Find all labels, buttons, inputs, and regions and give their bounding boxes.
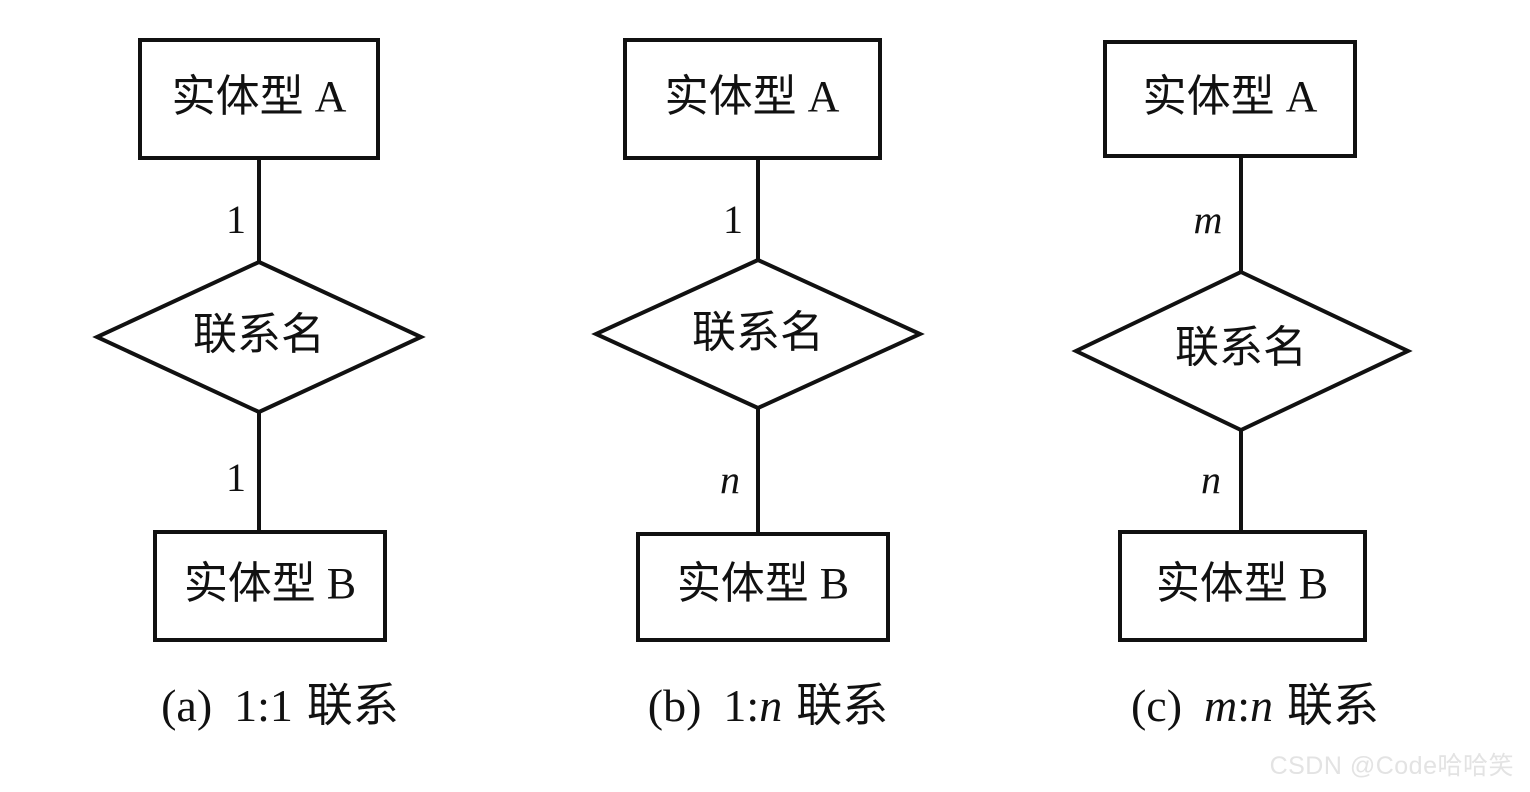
- cardinality-a-bottom: 1: [226, 455, 246, 500]
- relationship-diamond-c: [1071, 269, 1413, 433]
- caption-c-suffix: 联系: [1287, 680, 1379, 731]
- caption-b-sep: :: [746, 680, 759, 731]
- caption-c-right: n: [1250, 680, 1273, 731]
- cardinality-b-bottom: n: [720, 457, 740, 502]
- caption-a: (a) 1:1 联系: [161, 680, 399, 731]
- relationship-diamond-b: [591, 257, 925, 411]
- entity-label-c-top: 实体型 A: [1143, 72, 1318, 121]
- caption-c: (c) m:n 联系: [1131, 680, 1379, 731]
- entity-box-b-top: [623, 38, 882, 160]
- watermark: CSDN @Code哈哈笑: [1269, 752, 1514, 780]
- caption-b-suffix: 联系: [796, 680, 888, 731]
- entity-label-b-bottom: 实体型 B: [677, 559, 849, 608]
- relationship-label-c: 联系名: [1175, 323, 1307, 372]
- caption-b-left: 1: [723, 680, 746, 731]
- caption-a-left: 1: [234, 680, 257, 731]
- caption-b: (b) 1:n 联系: [648, 680, 888, 731]
- cardinality-b-top: 1: [723, 197, 743, 242]
- caption-c-left: m: [1204, 680, 1237, 731]
- caption-b-index: (b): [648, 680, 702, 731]
- caption-a-right: 1: [270, 680, 293, 731]
- entity-label-c-bottom: 实体型 B: [1156, 559, 1328, 608]
- entity-box-b-bottom: [636, 532, 890, 642]
- entity-label-a-top: 实体型 A: [172, 72, 347, 121]
- cardinality-c-top: m: [1194, 197, 1223, 242]
- caption-a-index: (a): [161, 680, 212, 731]
- relationship-label-b: 联系名: [692, 308, 824, 357]
- entity-label-a-bottom: 实体型 B: [184, 559, 356, 608]
- entity-label-b-top: 实体型 A: [665, 72, 840, 121]
- cardinality-a-top: 1: [226, 197, 246, 242]
- entity-box-c-top: [1103, 40, 1357, 158]
- cardinality-c-bottom: n: [1201, 457, 1221, 502]
- caption-c-index: (c): [1131, 680, 1182, 731]
- caption-a-sep: :: [257, 680, 270, 731]
- caption-c-sep: :: [1237, 680, 1250, 731]
- entity-box-a-bottom: [153, 530, 387, 642]
- entity-box-c-bottom: [1118, 530, 1367, 642]
- entity-box-a-top: [138, 38, 380, 160]
- relationship-label-a: 联系名: [193, 310, 325, 359]
- relationship-diamond-a: [92, 259, 426, 415]
- caption-a-suffix: 联系: [307, 680, 399, 731]
- caption-b-right: n: [759, 680, 782, 731]
